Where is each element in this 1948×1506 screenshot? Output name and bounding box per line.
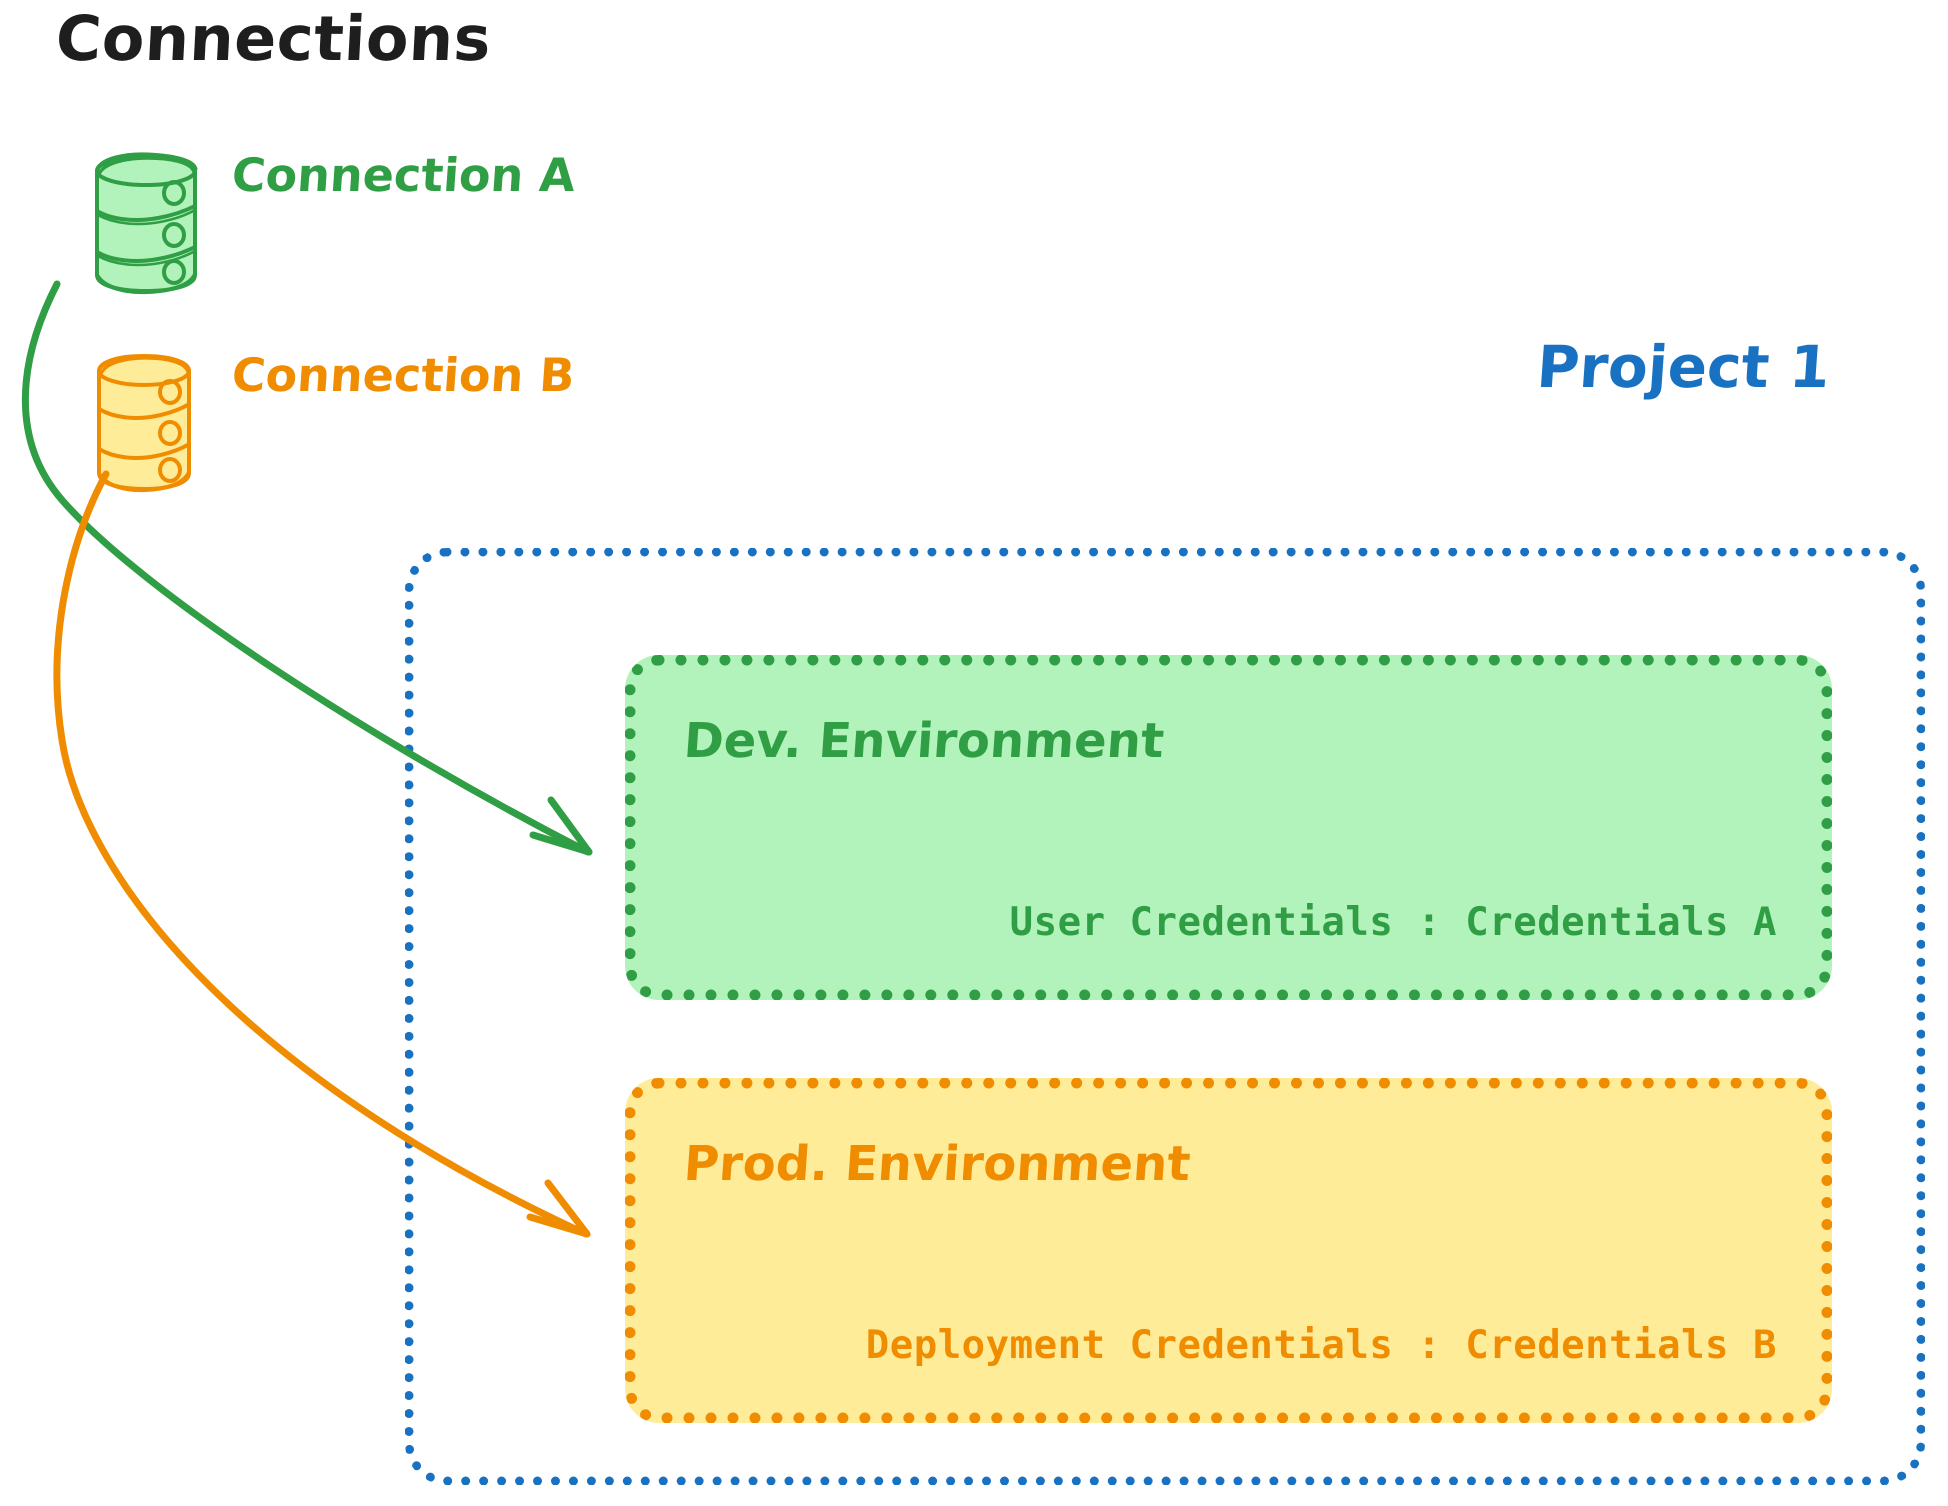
dev-environment-title: Dev. Environment bbox=[682, 713, 1166, 769]
dev-environment-credentials: User Credentials : Credentials A bbox=[1009, 900, 1777, 945]
connection-b-label: Connection B bbox=[230, 348, 577, 402]
connections-heading: Connections bbox=[54, 2, 494, 75]
prod-environment-credentials: Deployment Credentials : Credentials B bbox=[865, 1323, 1777, 1368]
database-cylinder-icon-connection-a[interactable] bbox=[86, 148, 206, 298]
prod-environment-title: Prod. Environment bbox=[682, 1136, 1193, 1192]
dev-environment-box[interactable]: Dev. Environment User Credentials : Cred… bbox=[625, 655, 1832, 1000]
project-title: Project 1 bbox=[1534, 333, 1833, 401]
connection-a-label: Connection A bbox=[230, 148, 577, 202]
database-cylinder-icon-connection-b[interactable] bbox=[86, 348, 206, 498]
prod-environment-box[interactable]: Prod. Environment Deployment Credentials… bbox=[625, 1078, 1832, 1423]
